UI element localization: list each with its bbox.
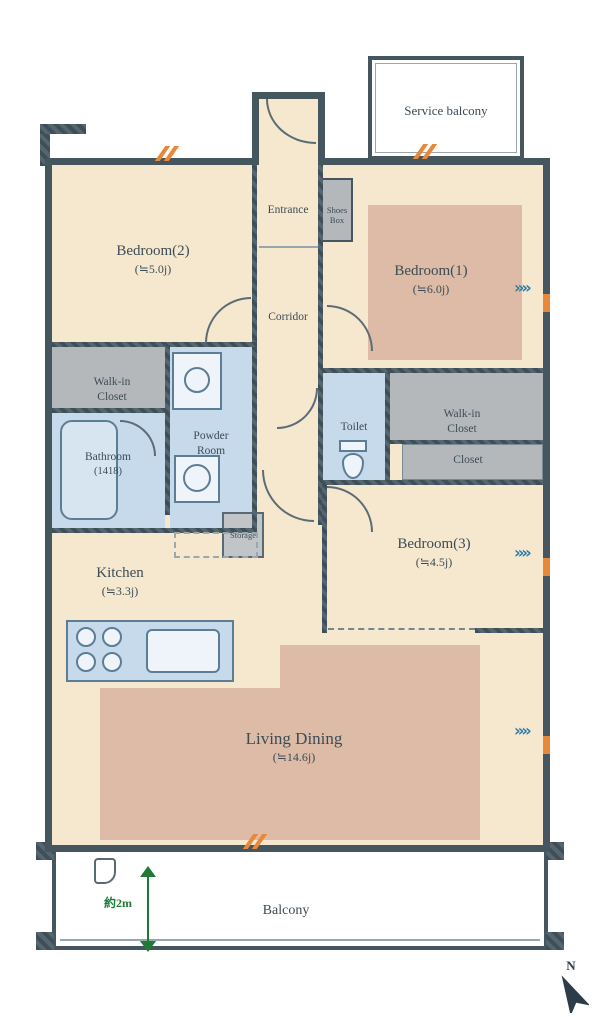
- window-vent-icon: [242, 834, 268, 849]
- window-chevron-icon: »»: [514, 543, 532, 562]
- compass-north-label: N: [566, 958, 576, 973]
- dimension-arrow: [140, 866, 156, 952]
- wall-bedroom3-left: [322, 484, 327, 633]
- wall-stub: [40, 124, 86, 134]
- wall-bedroom2-bottom: [52, 342, 257, 347]
- arrow-line: [147, 875, 149, 943]
- window-vent-icon: [154, 146, 180, 161]
- toilet-tank: [339, 440, 367, 452]
- wall-column: [546, 932, 564, 950]
- room-walk-in-closet-left: [52, 347, 165, 408]
- drain-icon: [94, 858, 116, 884]
- wall-column: [36, 932, 54, 950]
- bedroom2-label: Bedroom(2) (≒5.0j): [116, 243, 190, 276]
- window-marker: [543, 736, 550, 754]
- toilet-label: Toilet: [340, 421, 368, 433]
- service-balcony-label: Service balcony: [404, 103, 488, 118]
- room-balcony: [52, 852, 548, 950]
- window-vent-icon: [412, 144, 438, 159]
- arrow-down-icon: [140, 941, 156, 952]
- wall-wic-bathroom: [52, 408, 170, 413]
- wall-bedroom1-bottom: [322, 368, 543, 373]
- powder-room-label: Powder Room: [193, 429, 229, 457]
- corridor-label: Corridor: [268, 311, 308, 323]
- kitchen-sink: [146, 629, 220, 673]
- shoes-box-label: Shoes Box: [326, 204, 348, 226]
- toilet-bowl-icon: [342, 453, 364, 479]
- stove-burner-icon: [76, 627, 96, 647]
- wall-kitchen-top: [52, 528, 257, 533]
- compass: N: [545, 958, 597, 1014]
- railing-line: [60, 939, 540, 941]
- stove-burner-icon: [102, 652, 122, 672]
- washer-drum-icon: [183, 464, 211, 492]
- room-service-balcony: [368, 56, 524, 160]
- entrance-label: Entrance: [267, 204, 309, 216]
- basin-icon: [184, 367, 210, 393]
- bathtub: [60, 420, 118, 520]
- room-walk-in-closet-right: [390, 373, 543, 440]
- room-closet: [402, 444, 543, 480]
- living-dining-label: Living Dining (≒14.6j): [245, 729, 343, 765]
- window-chevron-icon: »»: [514, 721, 532, 740]
- closet-label: Closet: [453, 454, 483, 466]
- wall-corridor-left: [252, 165, 257, 530]
- wall-powder-left: [165, 345, 170, 515]
- height-note-label: 約2m: [104, 896, 132, 910]
- balcony-label: Balcony: [262, 903, 310, 918]
- wall-bedroom3-top: [322, 480, 543, 485]
- railing-line: [375, 63, 517, 153]
- stove-burner-icon: [102, 627, 122, 647]
- window-chevron-icon: »»: [514, 278, 532, 297]
- window-marker: [543, 558, 550, 576]
- sliding-door-line: [328, 614, 475, 630]
- wall-toilet-right: [385, 372, 390, 484]
- washing-machine: [174, 455, 220, 503]
- walk-in-closet-right-label: Walk-in Closet: [443, 407, 481, 435]
- stove-burner-icon: [76, 652, 96, 672]
- room-living-dining-carpet: [100, 688, 480, 840]
- bedroom1-label: Bedroom(1) (≒6.0j): [394, 263, 468, 296]
- bedroom3-label: Bedroom(3) (≒4.5j): [397, 536, 471, 569]
- arrow-up-icon: [140, 866, 156, 877]
- walk-in-closet-left-label: Walk-in Closet: [93, 375, 131, 403]
- entrance-step-line: [259, 246, 318, 248]
- wall-corridor-right: [318, 165, 323, 525]
- room-bedroom1-carpet: [368, 205, 522, 360]
- wall-wic-closet: [390, 440, 543, 444]
- bathroom-label: Bathroom (1418): [85, 451, 131, 477]
- wall-bedroom3-bottom: [475, 628, 543, 633]
- wall-column: [546, 842, 564, 860]
- storage-label: Storage: [230, 530, 256, 540]
- window-marker: [543, 294, 550, 312]
- kitchen-label: Kitchen (≒3.3j): [96, 565, 144, 598]
- north-needle-icon: [561, 975, 589, 1013]
- dashed-counter-line: [174, 532, 258, 558]
- room-living-dining-carpet: [280, 645, 480, 690]
- wall-stub: [40, 124, 50, 166]
